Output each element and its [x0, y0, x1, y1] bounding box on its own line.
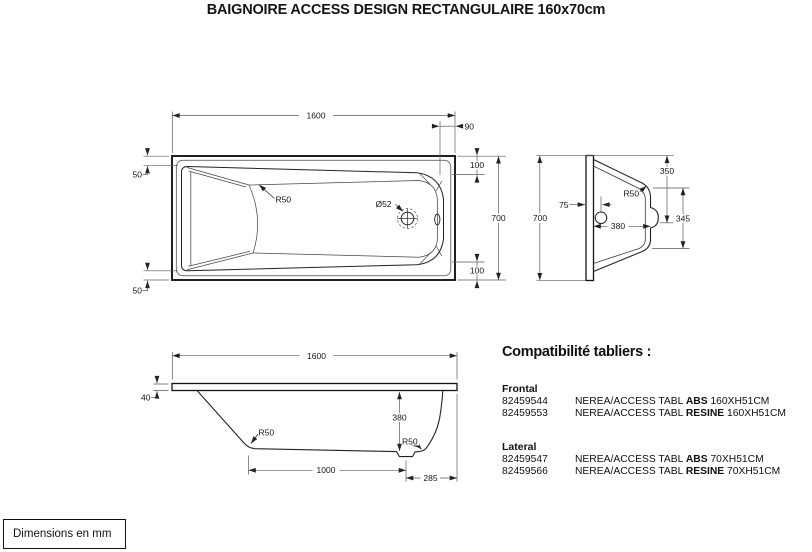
part-code: 82459553 — [502, 407, 548, 419]
plan-drain-leader — [395, 204, 404, 212]
section-label-lateral: Lateral — [502, 440, 537, 453]
part-row: 82459544 NEREA/ACCESS TABL ABS 160XH51CM — [502, 396, 769, 407]
section-label-frontal: Frontal — [502, 382, 538, 395]
dim-end-top-to-overflow: 350 — [660, 166, 674, 176]
label-plan-radius: R50 — [276, 195, 292, 205]
part-desc: NEREA/ACCESS TABL RESINE 160XH51CM — [575, 407, 786, 419]
dim-side-drain-to-end: 285 — [423, 473, 437, 483]
end-r50-leader — [639, 185, 647, 193]
dim-side-rim: 40 — [141, 393, 151, 403]
dim-plan-top-inset: 100 — [470, 160, 484, 170]
dim-plan-left-bottom-inset: 50 — [133, 286, 143, 296]
plan-r50-leader — [258, 184, 275, 199]
plan-basin-floor — [248, 180, 438, 258]
side-r50-right-leader — [411, 442, 422, 450]
plan-inner-rim-line — [175, 159, 452, 277]
part-code: 82459547 — [502, 454, 548, 465]
label-side-radius-right: R50 — [402, 437, 418, 447]
plan-overflow-slot — [434, 213, 441, 226]
dim-plan-bottom-inset: 100 — [470, 266, 484, 276]
side-r50-left-leader — [250, 433, 259, 444]
plan-dimensions: 1600 90 100 700 100 — [133, 111, 510, 296]
plan-backrest-slope-lines — [186, 167, 254, 271]
part-desc: NEREA/ACCESS TABL ABS 70XH51CM — [575, 454, 764, 465]
plan-drain — [397, 208, 418, 229]
label-end-radius: R50 — [624, 189, 640, 199]
dim-side-length: 1600 — [307, 351, 326, 361]
part-desc: NEREA/ACCESS TABL RESINE 70XH51CM — [575, 466, 781, 477]
side-rim-bar — [171, 382, 458, 392]
dim-end-side-height: 345 — [676, 213, 690, 223]
units-note: Dimensions en mm — [13, 528, 112, 540]
label-side-radius-left: R50 — [259, 428, 275, 438]
dim-side-bottom: 1000 — [317, 465, 336, 475]
part-desc: NEREA/ACCESS TABL ABS 160XH51CM — [575, 395, 770, 407]
dim-plan-overflow-offset: 90 — [465, 121, 475, 131]
end-view — [585, 154, 659, 282]
dim-plan-width: 700 — [491, 213, 505, 223]
side-dimensions: 1600 40 380 1000 285 R50 R50 — [141, 351, 458, 483]
compatibility-heading: Compatibilité tabliers : — [502, 344, 652, 360]
end-drain-hole — [594, 211, 608, 225]
dim-end-depth: 380 — [611, 221, 625, 231]
part-code: 82459544 — [502, 395, 548, 407]
page-title: BAIGNOIRE ACCESS DESIGN RECTANGULAIRE 16… — [206, 2, 606, 18]
plan-corner-facet-lines — [419, 172, 443, 265]
side-view — [171, 382, 458, 458]
side-tub-profile — [196, 390, 444, 458]
dim-end-drain-offset: 75 — [559, 200, 569, 210]
dim-side-depth: 380 — [392, 413, 406, 423]
label-plan-drain: Ø52 — [376, 199, 392, 209]
part-row: 82459553 NEREA/ACCESS TABL RESINE 160XH51… — [502, 408, 786, 419]
plan-view — [171, 155, 456, 281]
dim-end-width: 700 — [533, 213, 547, 223]
plan-outer-rim — [171, 155, 456, 281]
end-outer-profile — [593, 159, 659, 273]
end-dimensions: 700 75 350 345 380 R50 — [529, 155, 693, 281]
plan-basin-opening — [181, 165, 444, 272]
part-row: 82459547 NEREA/ACCESS TABL ABS 70XH51CM — [502, 454, 764, 465]
units-note-box: Dimensions en mm — [3, 519, 126, 549]
end-rim-flange — [585, 154, 595, 282]
part-code: 82459566 — [502, 466, 548, 477]
part-row: 82459566 NEREA/ACCESS TABL RESINE 70XH51C… — [502, 466, 780, 477]
dim-plan-left-top-inset: 50 — [133, 170, 143, 180]
dim-plan-length: 1600 — [307, 111, 326, 121]
